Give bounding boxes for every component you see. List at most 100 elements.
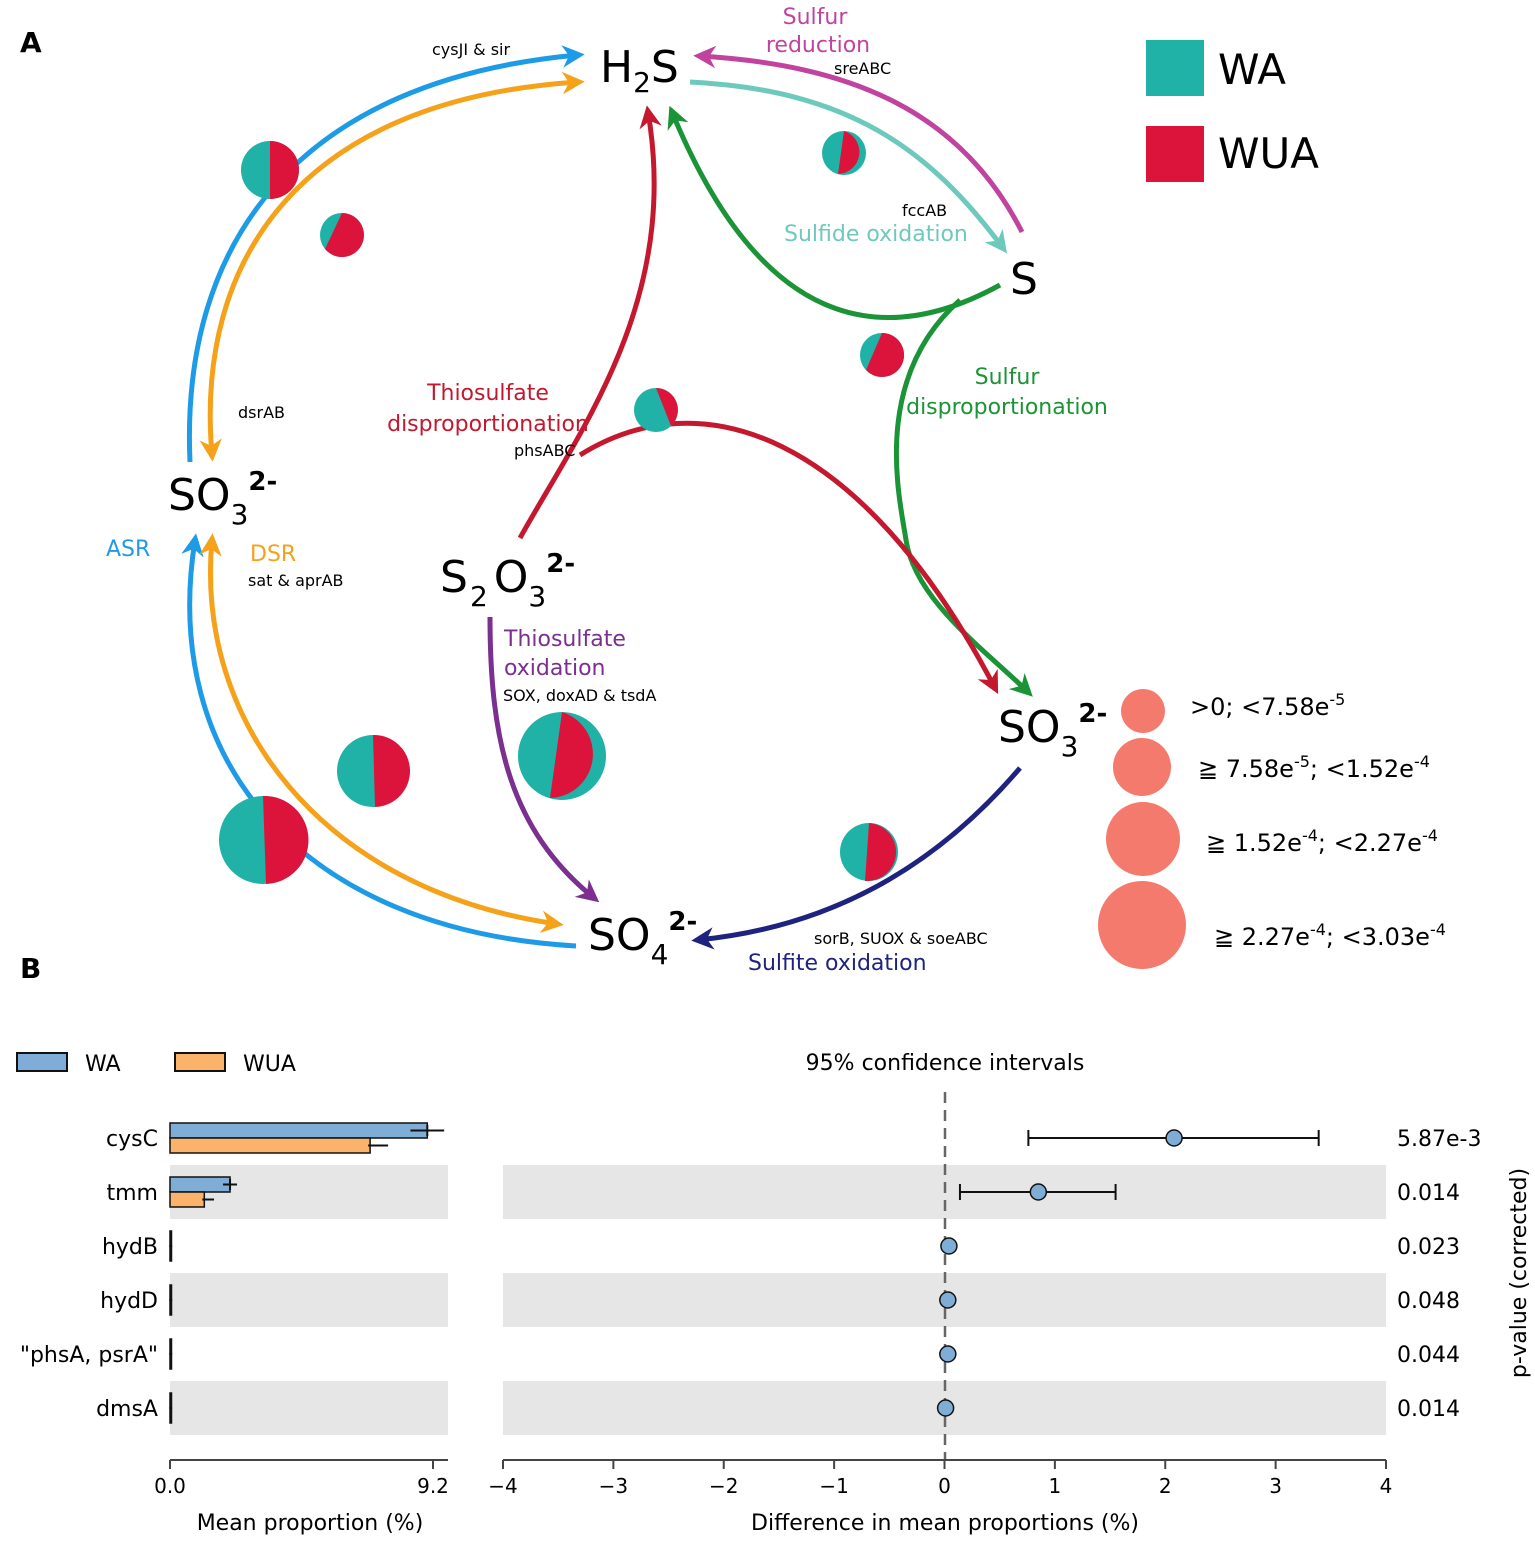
thiosulfate-disproportionation-arrow-h2s [517,105,662,540]
dsr-arrow-lower [199,533,564,933]
gene-dsrab: dsrAB [238,403,285,422]
left-x-axis-label: Mean proportion (%) [197,1511,424,1536]
gene-sataprab: sat & aprAB [248,571,344,590]
legend-b-wua-label: WUA [243,1052,296,1077]
bar-wa [169,1122,429,1139]
compound-h2s: H2S [600,42,679,99]
label-sulfide-oxidation: Sulfide oxidation [784,222,968,247]
panel-a-label: A [20,26,42,59]
bar-wua [169,1191,206,1208]
size-legend-circle-3 [1106,802,1180,876]
size-legend-label-2: ≧ 7.58e-5; <1.52e-4 [1198,752,1430,783]
size-legend-circle-2 [1113,738,1171,796]
legend-wa-swatch [1146,40,1204,96]
label-thiosulfate-disproportionation-1: Thiosulfate [426,381,549,406]
compound-s: S [1010,254,1038,305]
difference-point [940,1237,958,1255]
size-legend-label-1: >0; <7.58e-5 [1190,690,1345,721]
category-label: cysC [106,1127,158,1152]
row-background-left [170,1381,448,1435]
thiosulfate-oxidation-arrow [487,616,600,903]
sulfite-oxidation-arrow [691,766,1022,950]
category-label: tmm [107,1181,159,1206]
right-tick-label: −1 [819,1474,848,1498]
right-tick-label: 1 [1049,1474,1062,1498]
gene-cysjisir: cysJI & sir [432,40,510,59]
bar-wa [169,1176,231,1193]
label-dsr: DSR [250,542,296,567]
label-asr: ASR [106,537,150,562]
category-label: dmsA [96,1397,158,1422]
category-label: "phsA, psrA" [20,1343,158,1368]
compound-so3-right: SO32- [998,699,1107,763]
ci-title: 95% confidence intervals [806,1051,1085,1076]
right-x-axis-label: Difference in mean proportions (%) [751,1511,1139,1536]
pie-asr-upper [241,141,299,199]
gene-sox: SOX, doxAD & tsdA [503,686,656,705]
label-sulfur-disproportionation-1: Sulfur [975,365,1041,390]
label-sulfur-reduction-2: reduction [766,33,870,58]
pie-sulfite-oxidation [840,823,898,882]
bars [169,1122,445,1424]
p-value-axis-label: p-value (corrected) [1507,1168,1532,1378]
difference-points [936,1129,1320,1417]
pie-dsr-upper [320,213,364,257]
difference-point [939,1345,957,1363]
label-thiosulfate-oxidation-1: Thiosulfate [503,627,626,652]
pie-sulfur-disproportionation [860,332,905,377]
p-value: 0.023 [1397,1235,1460,1260]
right-tick-label: 3 [1269,1474,1282,1498]
right-tick-label: 2 [1159,1474,1172,1498]
compound-so3-left: SO32- [168,467,277,531]
pie-thiosulfate-oxidation [518,712,606,800]
p-value: 0.014 [1397,1181,1460,1206]
panel-b-label: B [20,952,41,985]
legend-b-wa-swatch [16,1052,68,1072]
left-tick-label: 9.2 [417,1474,449,1498]
right-tick-label: −3 [599,1474,628,1498]
right-tick-label: 0 [938,1474,951,1498]
difference-point [936,1399,955,1417]
size-legend-label-3: ≧ 1.52e-4; <2.27e-4 [1206,826,1438,857]
compound-so4: SO42- [588,907,697,971]
legend-b-wa-label: WA [85,1052,121,1077]
pie-sulfide-oxidation [822,131,866,175]
row-backgrounds [170,1165,1386,1435]
category-label: hydD [100,1289,158,1314]
p-value: 0.014 [1397,1397,1460,1422]
pie-thiosulfate-disproportionation [634,388,678,432]
sulfur-reduction-arrow [693,45,1025,234]
p-value: 0.048 [1397,1289,1460,1314]
size-legend-circle-1 [1121,689,1165,733]
sulfur-disproportionation-arrow-so3 [893,298,1033,697]
legend-wua-label: WUA [1218,129,1319,178]
label-sulfur-reduction-1: Sulfur [783,5,849,30]
difference-point [1029,1183,1048,1201]
pie-asr-lower [219,795,309,884]
pie-dsr-lower [337,734,411,807]
label-sulfur-disproportionation-2: disproportionation [906,395,1108,420]
dsr-arrow-upper [199,71,585,462]
label-sulfite-oxidation: Sulfite oxidation [748,951,927,976]
thiosulfate-disproportionation-arrow-so3 [578,420,999,694]
legend-wa-label: WA [1218,45,1286,94]
label-thiosulfate-disproportionation-2: disproportionation [387,412,589,437]
right-tick-label: 4 [1380,1474,1393,1498]
row-background-left [170,1273,448,1327]
label-thiosulfate-oxidation-2: oxidation [504,656,606,681]
legend-b-wua-swatch [174,1052,226,1072]
p-value: 0.044 [1397,1343,1460,1368]
difference-point [1165,1129,1183,1147]
gene-fccab: fccAB [902,201,947,220]
left-tick-label: 0.0 [154,1474,186,1498]
panel-b: B WA WUA 95% confidence intervals cysC tm… [16,952,1532,1536]
size-legend-circle-4 [1098,881,1186,969]
difference-point [939,1291,957,1309]
gene-sorb: sorB, SUOX & soeABC [814,929,988,948]
legend-wua-swatch [1146,126,1204,182]
